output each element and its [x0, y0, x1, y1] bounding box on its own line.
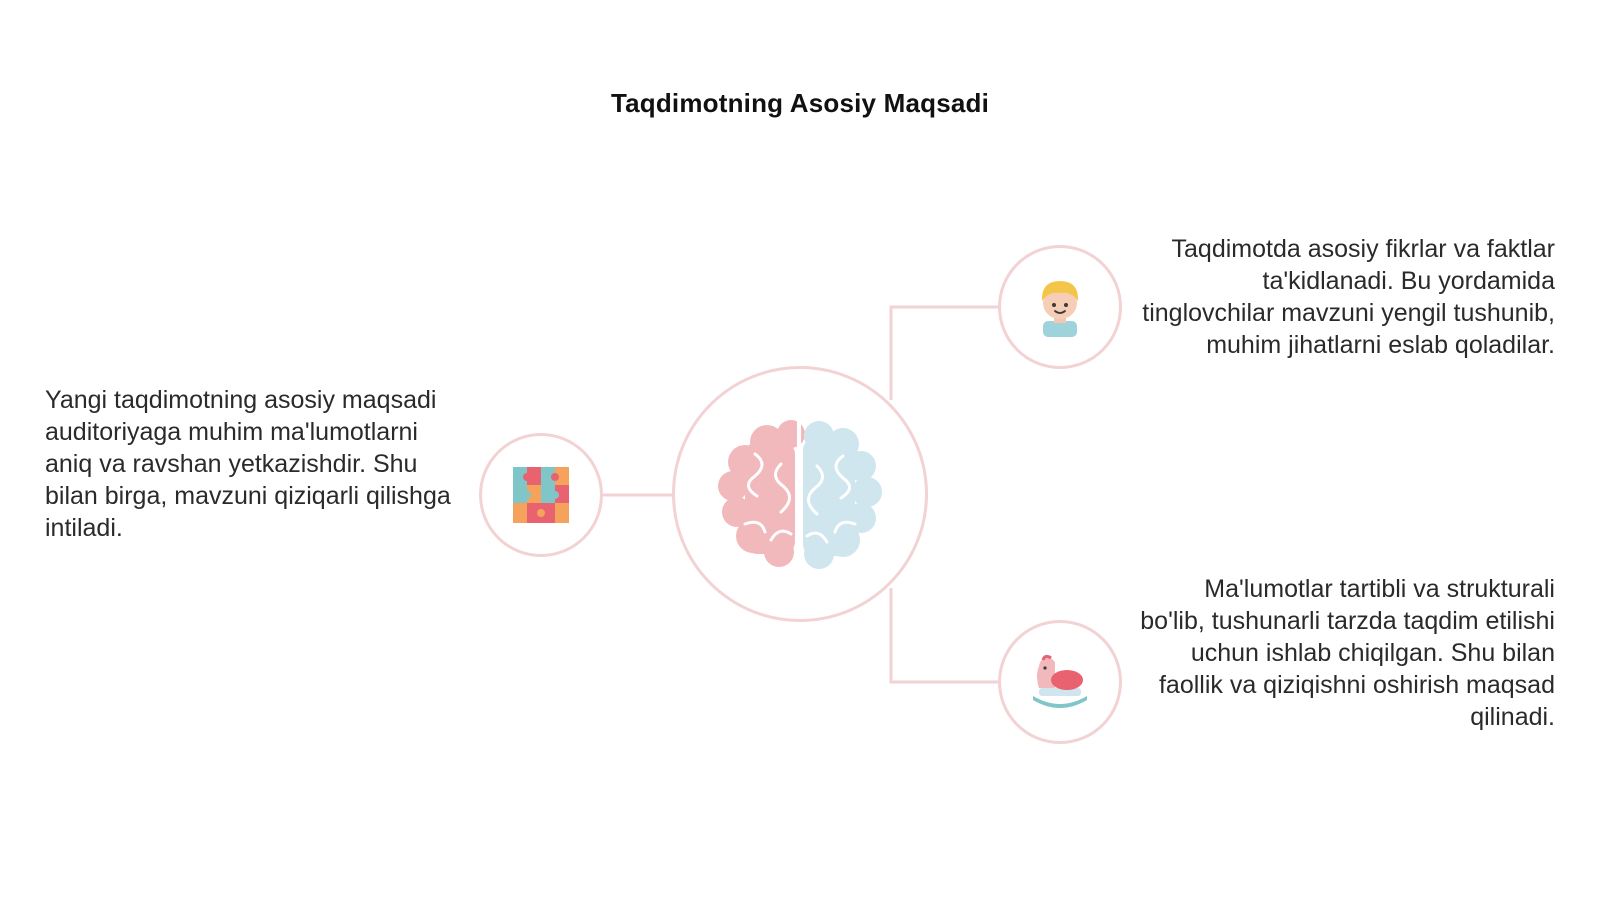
rocking-horse-icon: [1033, 654, 1087, 708]
left-node: [479, 433, 603, 557]
connector-bottom-right: [889, 588, 998, 684]
top-right-node: [998, 245, 1122, 369]
diagram-title: Taqdimotning Asosiy Maqsadi: [610, 88, 990, 118]
bottom-right-description: Ma'lumotlar tartibli va strukturali bo'l…: [1140, 575, 1555, 731]
child-face-icon: [1041, 281, 1079, 337]
puzzle-icon: [513, 467, 569, 523]
left-description: Yangi taqdimotning asosiy maqsadi audito…: [45, 386, 451, 542]
connector-top-right: [889, 305, 998, 400]
brain-icon: [718, 420, 882, 570]
bottom-right-node: [998, 620, 1122, 744]
center-node: [672, 366, 928, 622]
top-right-description: Taqdimotda asosiy fikrlar va faktlar ta'…: [1142, 235, 1555, 359]
